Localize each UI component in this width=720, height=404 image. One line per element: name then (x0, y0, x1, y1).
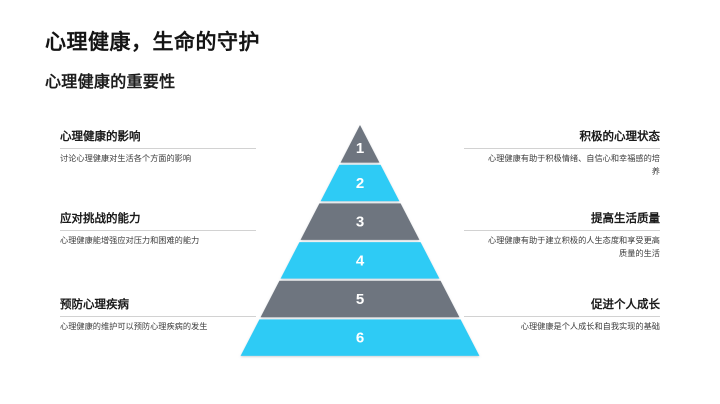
left-item-1-body: 讨论心理健康对生活各个方面的影响 (60, 154, 192, 163)
pyramid-level-2-label: 2 (356, 175, 364, 192)
page-subtitle: 心理健康的重要性 (45, 74, 176, 91)
pyramid-diagram: 1 2 3 4 5 6 (236, 118, 484, 366)
right-item-2: 提高生活质量 心理健康有助于建立积极的人生态度和享受更高质量的生活 (464, 212, 660, 260)
left-item-1: 心理健康的影响 讨论心理健康对生活各个方面的影响 (60, 130, 256, 166)
left-item-3-body: 心理健康的维护可以预防心理疾病的发生 (60, 322, 208, 331)
right-item-3-heading: 促进个人成长 (591, 299, 660, 311)
pyramid-level-6[interactable] (240, 319, 480, 356)
left-item-2-body: 心理健康能增强应对压力和困难的能力 (60, 236, 200, 245)
pyramid-level-5-label: 5 (356, 291, 364, 308)
pyramid-level-3[interactable] (300, 203, 420, 240)
right-item-1-divider (464, 148, 660, 149)
pyramid-level-2[interactable] (320, 164, 400, 202)
left-item-1-divider (60, 148, 256, 149)
left-item-1-heading: 心理健康的影响 (60, 131, 141, 143)
left-item-2-heading: 应对挑战的能力 (60, 213, 141, 225)
right-item-2-body: 心理健康有助于建立积极的人生态度和享受更高质量的生活 (488, 236, 660, 258)
left-item-3: 预防心理疾病 心理健康的维护可以预防心理疾病的发生 (60, 298, 256, 334)
pyramid-level-5[interactable] (260, 280, 460, 318)
right-item-1: 积极的心理状态 心理健康有助于积极情绪、自信心和幸福感的培养 (464, 130, 660, 178)
right-item-2-divider (464, 230, 660, 231)
right-item-3: 促进个人成长 心理健康是个人成长和自我实现的基础 (464, 298, 660, 334)
right-item-3-divider (464, 316, 660, 317)
left-item-2: 应对挑战的能力 心理健康能增强应对压力和困难的能力 (60, 212, 256, 248)
left-item-2-divider (60, 230, 256, 231)
pyramid-level-1-label: 1 (356, 140, 364, 157)
right-item-2-heading: 提高生活质量 (591, 213, 660, 225)
right-item-3-body: 心理健康是个人成长和自我实现的基础 (520, 322, 660, 331)
pyramid-level-4[interactable] (280, 242, 440, 279)
right-item-1-body: 心理健康有助于积极情绪、自信心和幸福感的培养 (488, 154, 660, 176)
pyramid-svg: 1 2 3 4 5 6 (240, 125, 480, 356)
pyramid-level-4-label: 4 (356, 252, 365, 269)
pyramid-level-1[interactable] (340, 125, 380, 163)
pyramid-level-6-label: 6 (356, 330, 364, 347)
page-title: 心理健康，生命的守护 (45, 31, 260, 54)
left-item-3-divider (60, 316, 256, 317)
pyramid-level-3-label: 3 (356, 214, 364, 231)
right-item-1-heading: 积极的心理状态 (579, 131, 661, 143)
left-item-3-heading: 预防心理疾病 (60, 299, 129, 311)
